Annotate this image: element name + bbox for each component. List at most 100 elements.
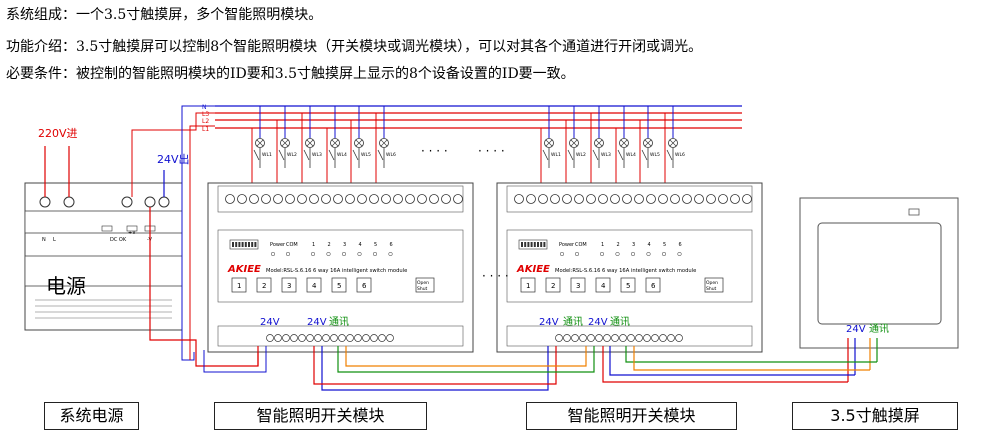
bus-l3: L3 bbox=[202, 111, 209, 118]
channel-button-label: 3 bbox=[287, 282, 291, 290]
header-line-1: 系统组成：一个3.5寸触摸屏，多个智能照明模块。 bbox=[6, 7, 323, 23]
output-24v-label: 24V出 bbox=[157, 152, 190, 166]
lamp-cross bbox=[669, 139, 677, 147]
channel-led bbox=[599, 251, 605, 257]
header-line-3: 必要条件：被控制的智能照明模块的ID要和3.5寸触摸屏上显示的8个设备设置的ID… bbox=[6, 66, 575, 82]
terminal-screw bbox=[718, 194, 728, 204]
dip-switch bbox=[518, 239, 548, 250]
channel-button-label: 3 bbox=[576, 282, 580, 290]
terminal-screw bbox=[603, 334, 611, 342]
dip-pin bbox=[248, 242, 250, 247]
terminal-screw bbox=[381, 194, 391, 204]
power-led bbox=[270, 251, 276, 257]
channel-led bbox=[357, 251, 362, 257]
channel-button-label: 4 bbox=[601, 282, 606, 290]
dip-pin bbox=[238, 242, 241, 247]
channel-led-label: 1 bbox=[312, 242, 315, 248]
terminal-screw bbox=[562, 194, 572, 204]
terminal-screw bbox=[357, 194, 367, 204]
input-220v-label: 220V进 bbox=[38, 127, 78, 140]
terminal-screw bbox=[298, 334, 306, 342]
channel-led bbox=[372, 251, 378, 257]
terminal-screw bbox=[345, 194, 355, 204]
bus-l2: L2 bbox=[202, 118, 209, 125]
lamp-label: WL4 bbox=[337, 152, 347, 158]
channel-led-label: 6 bbox=[390, 242, 393, 248]
lamp-cross bbox=[306, 139, 314, 147]
brand-logo: AKIEE bbox=[516, 264, 550, 275]
term-l: L bbox=[53, 237, 56, 243]
bus-n: N bbox=[202, 104, 207, 111]
terminal-screw bbox=[667, 334, 675, 342]
terminal-screw bbox=[514, 194, 524, 204]
channel-button-label: 5 bbox=[337, 282, 341, 290]
terminal-screw bbox=[610, 194, 620, 204]
terminal-screw bbox=[225, 194, 235, 204]
channel-button bbox=[256, 277, 272, 293]
channel-button-label: 2 bbox=[262, 282, 266, 290]
shut-label: Shut bbox=[706, 286, 717, 292]
terminal-screw bbox=[333, 194, 343, 204]
dip-pin bbox=[521, 242, 523, 247]
terminal-screw bbox=[354, 334, 362, 342]
terminal-screw bbox=[429, 194, 439, 204]
switch-blade bbox=[377, 149, 384, 161]
terminal-screw bbox=[595, 334, 603, 342]
open-label: Open bbox=[417, 280, 429, 286]
terminal-screw bbox=[611, 334, 619, 342]
dip-pin bbox=[530, 242, 533, 247]
com-led-label: COM bbox=[575, 242, 587, 248]
terminal-screw bbox=[393, 194, 403, 204]
terminal-screw bbox=[646, 194, 656, 204]
terminal-screw bbox=[742, 194, 752, 204]
channel-led-label: 2 bbox=[617, 242, 620, 248]
switch-blade bbox=[352, 149, 359, 161]
terminal-screw bbox=[634, 194, 644, 204]
ellipsis-1: · · · · bbox=[421, 144, 448, 158]
terminal-screw bbox=[297, 194, 307, 204]
channel-button-label: 1 bbox=[237, 282, 241, 290]
channel-led-label: 4 bbox=[359, 242, 362, 248]
channel-led bbox=[661, 251, 667, 257]
term-n: N bbox=[42, 237, 46, 243]
comm-label-b: 通讯 bbox=[610, 316, 630, 328]
v24-label-b: 24V bbox=[588, 317, 608, 328]
label-switch-module-2: 智能照明开关模块 bbox=[526, 402, 737, 430]
switch-blade bbox=[303, 149, 310, 161]
lamp-cross bbox=[380, 139, 388, 147]
terminal-screw bbox=[453, 194, 463, 204]
dip-pin bbox=[527, 242, 530, 247]
channel-button bbox=[306, 277, 322, 293]
channel-led bbox=[646, 251, 651, 257]
lamp-label: WL3 bbox=[601, 152, 611, 158]
terminal-screw bbox=[622, 194, 632, 204]
lamp-label: WL5 bbox=[650, 152, 660, 158]
lamp-label: WL2 bbox=[576, 152, 586, 158]
terminal-screw bbox=[563, 334, 571, 342]
touch-24v: 24V bbox=[846, 324, 866, 335]
channel-button-label: 5 bbox=[626, 282, 630, 290]
terminal-screw bbox=[571, 334, 579, 342]
terminal-screw bbox=[586, 194, 596, 204]
lamp-label: WL1 bbox=[551, 152, 561, 158]
channel-button-label: 6 bbox=[362, 282, 367, 290]
touch-comm: 通讯 bbox=[869, 323, 889, 335]
com-led bbox=[285, 251, 291, 257]
terminal-screw bbox=[675, 334, 683, 342]
terminal-screw bbox=[694, 194, 704, 204]
switch-blade bbox=[253, 149, 260, 161]
channel-led bbox=[677, 251, 682, 257]
channel-button-label: 6 bbox=[651, 282, 656, 290]
label-touch-panel: 3.5寸触摸屏 bbox=[792, 402, 958, 430]
model-label: Model:RSL-S.6.16 6 way 16A intelligent s… bbox=[266, 268, 407, 274]
lamp-cross bbox=[570, 139, 578, 147]
dip-pin bbox=[244, 242, 247, 247]
dip-switch bbox=[229, 239, 259, 250]
lamp-label: WL6 bbox=[386, 152, 396, 158]
terminal-screw bbox=[659, 334, 667, 342]
switch-blade bbox=[666, 149, 673, 161]
channel-led-label: 5 bbox=[374, 242, 377, 248]
terminal-screw bbox=[309, 194, 319, 204]
terminal-screw bbox=[619, 334, 627, 342]
